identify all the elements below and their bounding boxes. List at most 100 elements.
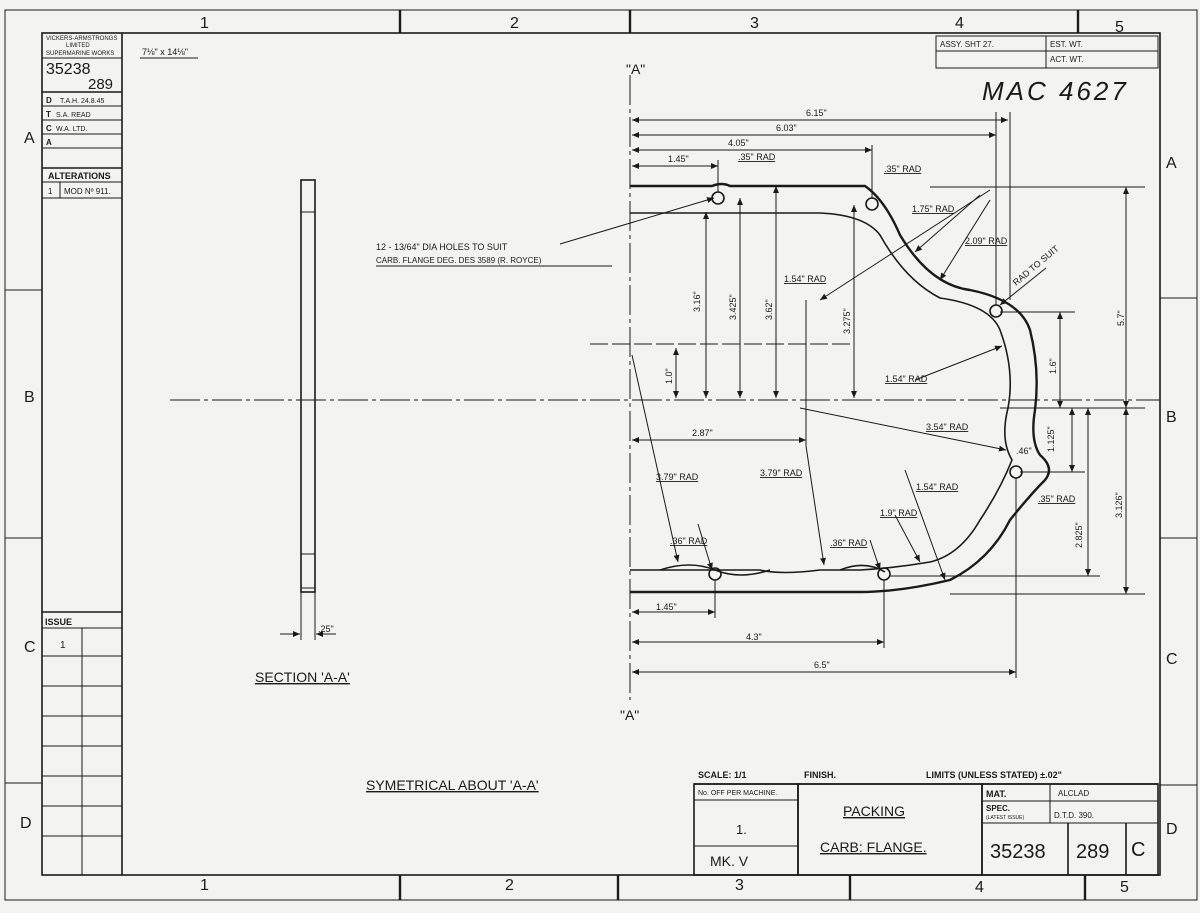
- alteration-index: 1: [48, 187, 53, 196]
- dim-3-275: 3.275": [842, 308, 852, 334]
- section-thickness: .25": [318, 624, 334, 634]
- dim-3-16: 3.16": [692, 291, 702, 312]
- dim-2-87: 2.87": [692, 428, 713, 438]
- dim-1-45-top: 1.45": [668, 154, 689, 164]
- scale-label: SCALE: 1/1: [698, 770, 747, 780]
- dim-1-54-rad-a: 1.54" RAD: [784, 274, 827, 284]
- title-block: SCALE: 1/1 FINISH. LIMITS (UNLESS STATED…: [693, 770, 1159, 876]
- title-drawing-number: 35238: [990, 841, 1046, 863]
- dim-1-54-rad-c: 1.54" RAD: [916, 482, 959, 492]
- dim-3-425: 3.425": [728, 294, 738, 320]
- maker-name-line1: VICKERS-ARMSTRONGS: [46, 36, 117, 42]
- dim-2-09-rad: 2.09" RAD: [965, 236, 1008, 246]
- maker-name-line3: SUPERMARINE WORKS: [46, 51, 114, 57]
- dim-4-3: 4.3": [746, 632, 762, 642]
- grid-col-bottom-1: 1: [200, 877, 209, 894]
- dim-3-62: 3.62": [764, 299, 774, 320]
- spec-label: SPEC.: [986, 804, 1010, 813]
- grid-row-left-c: C: [24, 639, 36, 656]
- row-key-t: T: [46, 110, 51, 119]
- issue-value: 1: [60, 640, 66, 651]
- dim-1-6: 1.6": [1048, 358, 1058, 374]
- quantity-value: 1.: [736, 822, 747, 837]
- grid-col-bottom-3: 3: [735, 877, 744, 894]
- maker-name-line2: LIMITED: [66, 43, 90, 49]
- dim-2-825: 2.825": [1074, 522, 1084, 548]
- row-key-a: A: [46, 138, 52, 147]
- dim-1-9-rad: 1.9" RAD: [880, 508, 918, 518]
- est-weight-label: EST. WT.: [1050, 40, 1083, 49]
- dim-3-79-rad-a: 3.79" RAD: [656, 472, 699, 482]
- mark-value: MK. V: [710, 853, 749, 869]
- material-value: ALCLAD: [1058, 789, 1089, 798]
- section-label: SECTION 'A-A': [255, 669, 350, 685]
- grid-row-left-b: B: [24, 389, 35, 406]
- dimension-texts: 6.15" 6.03" 4.05" 1.45" .35" RAD .35" RA…: [656, 108, 1126, 670]
- dim-3-126: 3.126": [1114, 492, 1124, 518]
- grid-row-right-c: C: [1166, 651, 1178, 668]
- mac-stamp: MAC 4627: [982, 76, 1129, 106]
- alterations-title: ALTERATIONS: [48, 171, 111, 181]
- grid-col-top-2: 2: [510, 15, 519, 32]
- dim-6-5: 6.5": [814, 660, 830, 670]
- dim-6-15: 6.15": [806, 108, 827, 118]
- grid-row-right-b: B: [1166, 409, 1177, 426]
- row-value-checked: W.A. LTD.: [56, 126, 87, 133]
- title-sheet-number: 289: [1076, 841, 1109, 863]
- header-box: VICKERS-ARMSTRONGS LIMITED SUPERMARINE W…: [42, 33, 198, 875]
- bolt-holes: [708, 191, 1023, 581]
- alteration-text: MOD Nº 911.: [64, 187, 111, 196]
- dim-rad-to-suit: RAD TO SUIT: [1011, 243, 1061, 287]
- sheet-frame: [4, 9, 1198, 901]
- limits-label: LIMITS (UNLESS STATED) ±.02": [926, 770, 1062, 780]
- hole-note: 12 - 13/64" DIA HOLES TO SUIT CARB. FLAN…: [376, 197, 715, 267]
- row-value-traced: S.A. READ: [56, 112, 91, 119]
- grid-col-top-4: 4: [955, 15, 964, 32]
- hole-top-right: [865, 197, 879, 211]
- finish-label: FINISH.: [804, 770, 836, 780]
- grid-row-right-a: A: [1166, 155, 1177, 172]
- dim-36-rad-b: .36" RAD: [830, 538, 868, 548]
- header-drawing-number: 35238: [46, 61, 91, 78]
- grid-row-right-d: D: [1166, 821, 1178, 838]
- row-value-drawn: T.A.H. 24.8.45: [60, 98, 104, 105]
- dim-046: .46": [1016, 446, 1032, 456]
- part-title-line2: CARB: FLANGE.: [820, 839, 927, 855]
- issue-title: ISSUE: [45, 617, 72, 627]
- centerlines: "A" "A": [170, 61, 1160, 723]
- dim-35-rad-c: .35" RAD: [1038, 494, 1076, 504]
- hole-right-upper: [989, 304, 1003, 318]
- dim-4-05: 4.05": [728, 138, 749, 148]
- dim-36-rad-a: .36" RAD: [670, 536, 708, 546]
- dim-1-0: 1.0": [664, 368, 674, 384]
- act-weight-label: ACT. WT.: [1050, 55, 1083, 64]
- spec-sub-label: (LATEST ISSUE): [986, 815, 1024, 821]
- dim-1-125: 1.125": [1046, 426, 1056, 452]
- dim-1-54-rad-b: 1.54" RAD: [885, 374, 928, 384]
- section-mark-bottom: "A": [620, 707, 639, 723]
- dim-3-54-rad: 3.54" RAD: [926, 422, 969, 432]
- spec-value: D.T.D. 390.: [1054, 811, 1094, 820]
- header-sheet-number: 289: [88, 76, 113, 93]
- symmetry-note: SYMETRICAL ABOUT 'A-A': [366, 777, 539, 793]
- dim-35-rad-b: .35" RAD: [884, 164, 922, 174]
- grid-col-top-3: 3: [750, 15, 759, 32]
- grid-row-left-d: D: [20, 815, 32, 832]
- grid-col-top-5: 5: [1115, 19, 1124, 36]
- dim-1-45-bottom: 1.45": [656, 602, 677, 612]
- material-label: MAT.: [986, 789, 1006, 799]
- no-off-label: No. OFF PER MACHINE.: [698, 790, 777, 797]
- grid-labels: 1 2 3 4 5 1 2 3 4 5 A B C D A B C D: [20, 15, 1178, 896]
- grid-col-top-1: 1: [200, 15, 209, 32]
- dim-3-79-rad-b: 3.79" RAD: [760, 468, 803, 478]
- dim-5-7: 5.7": [1116, 310, 1126, 326]
- grid-col-bottom-4: 4: [975, 879, 984, 896]
- size-note: 7⅛" x 14⅛": [142, 47, 188, 57]
- weights-box: ASSY. SHT 27. EST. WT. ACT. WT.: [935, 35, 1159, 69]
- hole-note-line1: 12 - 13/64" DIA HOLES TO SUIT: [376, 242, 508, 252]
- packing-outline: [630, 182, 1051, 594]
- grid-col-bottom-2: 2: [505, 877, 514, 894]
- section-view: .25" SECTION 'A-A': [255, 179, 350, 685]
- grid-col-bottom-5: 5: [1120, 879, 1129, 896]
